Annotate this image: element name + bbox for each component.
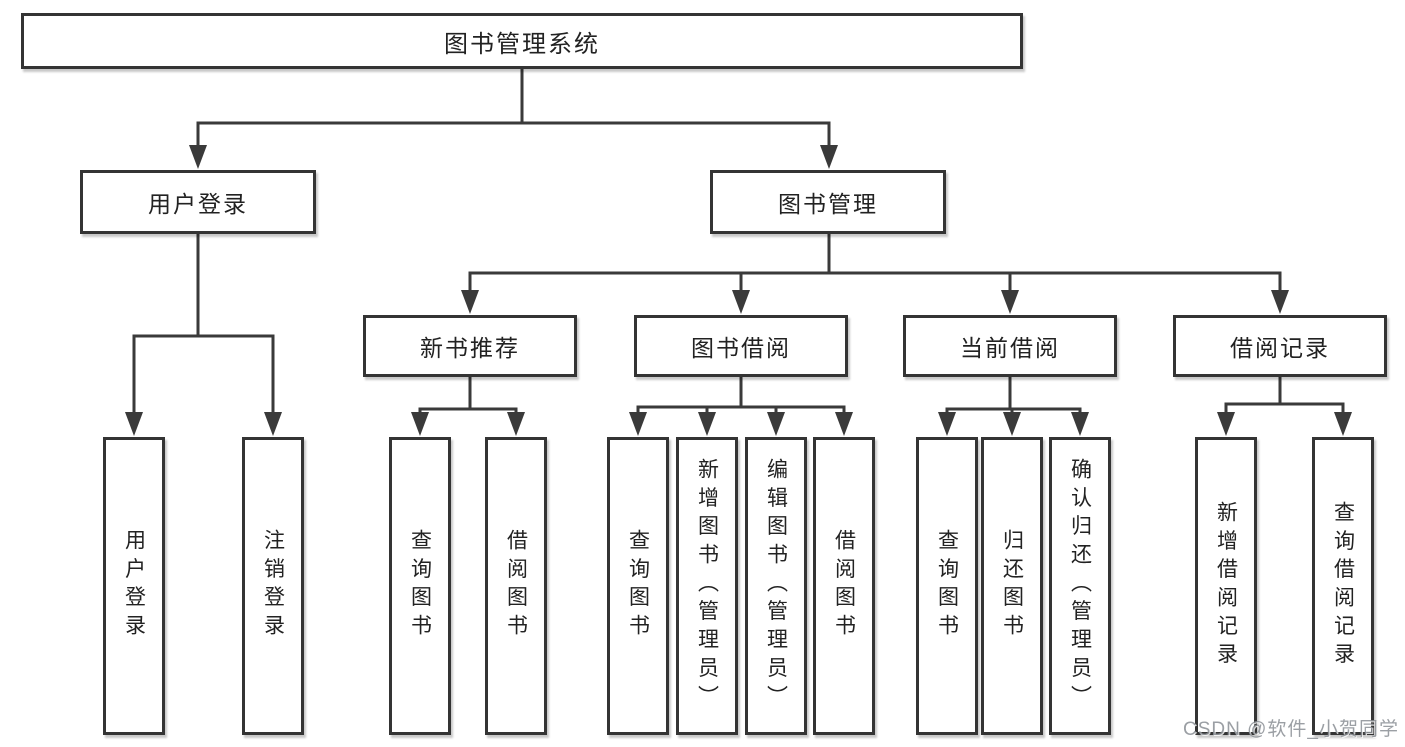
node-label: 确认归还（管理员） [1068,458,1092,714]
node-label: 借阅图书 [832,529,856,643]
arrow-down-icon [1071,412,1089,436]
node-label: 查询借阅记录 [1331,500,1355,672]
node-borrow-records: 借阅记录 [1173,315,1387,377]
node-label: 新增借阅记录 [1214,500,1238,672]
node-user-login: 用户登录 [80,170,316,234]
node-new-book-recommend: 新书推荐 [363,315,577,377]
leaf-borrow-books-recommend: 借阅图书 [485,437,547,735]
arrow-down-icon [938,412,956,436]
node-label: 新书推荐 [420,335,520,361]
arrow-down-icon [125,412,143,436]
leaf-borrow-books: 借阅图书 [813,437,875,735]
arrow-down-icon [835,412,853,436]
leaf-query-books-recommend: 查询图书 [389,437,451,735]
arrow-down-icon [1217,412,1235,436]
node-label: 归还图书 [1000,529,1024,643]
leaf-add-borrow-record: 新增借阅记录 [1195,437,1257,735]
node-label: 编辑图书（管理员） [764,458,788,714]
node-label: 查询图书 [408,529,432,643]
leaf-logout-login: 注销登录 [242,437,304,735]
node-book-borrowing: 图书借阅 [634,315,848,377]
leaf-user-login: 用户登录 [103,437,165,735]
arrow-down-icon [1334,412,1352,436]
leaf-query-books-current: 查询图书 [916,437,978,735]
arrow-down-icon [1271,290,1289,314]
leaf-query-books-borrow: 查询图书 [607,437,669,735]
arrow-down-icon [698,412,716,436]
node-label: 新增图书（管理员） [695,458,719,714]
node-book-management: 图书管理 [710,170,946,234]
node-label: 图书借阅 [691,335,791,361]
connector-current-to-leaves [945,377,1082,418]
arrow-down-icon [461,290,479,314]
node-current-borrowing: 当前借阅 [903,315,1117,377]
arrow-down-icon [189,145,207,169]
arrow-down-icon [411,412,429,436]
node-label: 用户登录 [122,529,146,643]
arrow-down-icon [1001,290,1019,314]
connector-borrow-to-leaves [636,377,846,418]
connector-userlogin-to-leaves [132,234,275,418]
connector-root-to-level2 [196,69,831,150]
arrow-down-icon [820,145,838,169]
node-label: 借阅记录 [1230,335,1330,361]
leaf-query-borrow-record: 查询借阅记录 [1312,437,1374,735]
arrowheads [125,145,1352,436]
connector-records-to-leaves [1224,377,1345,418]
node-label: 查询图书 [935,529,959,643]
arrow-down-icon [732,290,750,314]
node-label: 当前借阅 [960,335,1060,361]
leaf-add-book-admin: 新增图书（管理员） [676,437,738,735]
node-label: 图书管理 [778,191,878,217]
node-label: 注销登录 [261,529,285,643]
connector-recommend-to-leaves [418,377,518,418]
node-label: 用户登录 [148,191,248,217]
node-library-system: 图书管理系统 [21,13,1023,69]
node-label: 借阅图书 [504,529,528,643]
leaf-confirm-return-admin: 确认归还（管理员） [1049,437,1111,735]
leaf-return-book: 归还图书 [981,437,1043,735]
arrow-down-icon [1003,412,1021,436]
node-label: 查询图书 [626,529,650,643]
node-label: 图书管理系统 [444,30,600,58]
arrow-down-icon [629,412,647,436]
arrow-down-icon [264,412,282,436]
connector-bookmgmt-to-level3 [468,234,1282,295]
arrow-down-icon [507,412,525,436]
csdn-watermark: CSDN @软件_小贺同学 [1183,719,1399,740]
leaf-edit-book-admin: 编辑图书（管理员） [745,437,807,735]
arrow-down-icon [767,412,785,436]
